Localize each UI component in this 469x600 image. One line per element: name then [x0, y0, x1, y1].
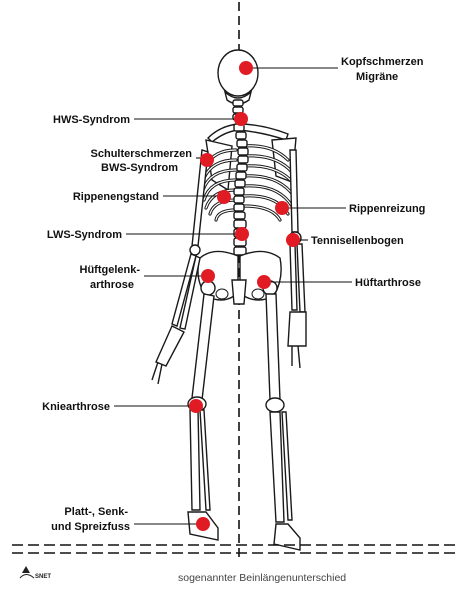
- label-rippenreizung: Rippenreizung: [349, 203, 425, 215]
- skeleton: [151, 49, 307, 551]
- label-hueftarthrose: Hüftarthrose: [355, 277, 421, 289]
- marker-schulter: [200, 153, 214, 167]
- marker-hws: [234, 112, 248, 126]
- label-rippenengstand: Rippenengstand: [73, 191, 159, 203]
- label-kopfschmerzen: Kopfschmerzen: [341, 56, 424, 68]
- marker-rippenreizung: [275, 201, 289, 215]
- label-hueftgelenk: Hüftgelenk-: [80, 264, 141, 276]
- marker-rippenengstand: [217, 190, 231, 204]
- label-hws-syndrom: HWS-Syndrom: [53, 114, 130, 126]
- pain-markers: [189, 61, 300, 531]
- marker-hueftarthrose: [257, 275, 271, 289]
- marker-fuss: [196, 517, 210, 531]
- label-migraene: Migräne: [356, 71, 398, 83]
- brand-logo: SNET: [19, 566, 51, 580]
- marker-hueftgelenk: [201, 269, 215, 283]
- label-kniearthrose: Kniearthrose: [42, 401, 110, 413]
- marker-lws: [235, 227, 249, 241]
- marker-tennis: [286, 233, 300, 247]
- marker-kopf: [239, 61, 253, 75]
- label-platt-senk: Platt-, Senk-: [64, 506, 128, 518]
- svg-text:SNET: SNET: [35, 574, 51, 580]
- labels: Kopfschmerzen Migräne HWS-Syndrom Schult…: [42, 56, 425, 533]
- marker-knie: [189, 399, 203, 413]
- caption: sogenannter Beinlängenunterschied: [178, 572, 346, 584]
- label-spreizfuss: und Spreizfuss: [51, 521, 130, 533]
- label-bws-syndrom: BWS-Syndrom: [101, 162, 178, 174]
- label-arthrose: arthrose: [90, 279, 134, 291]
- label-schulterschmerzen: Schulterschmerzen: [91, 148, 193, 160]
- label-tennisellenbogen: Tennisellenbogen: [311, 235, 404, 247]
- label-lws-syndrom: LWS-Syndrom: [47, 229, 122, 241]
- leader-lines: [114, 67, 352, 525]
